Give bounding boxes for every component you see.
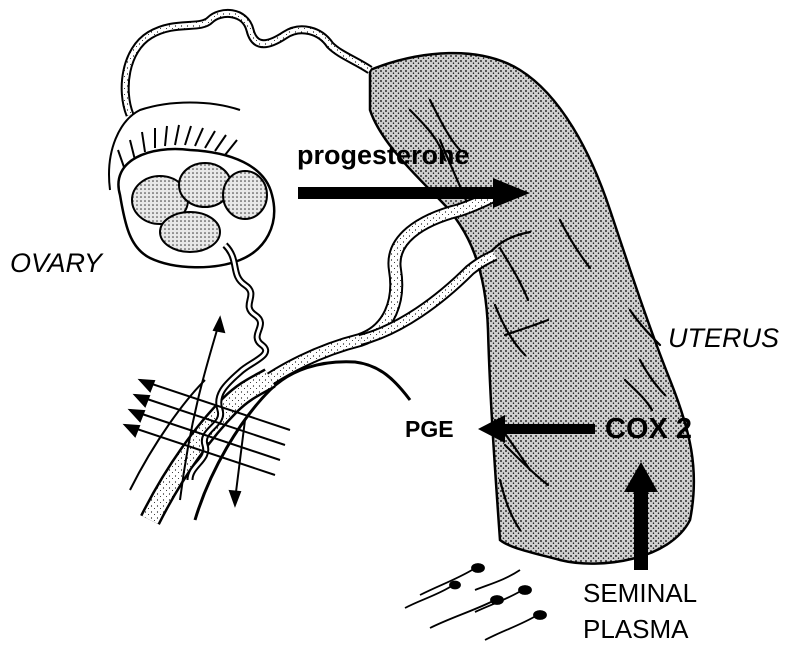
- sperm-cells: [405, 564, 546, 640]
- progesterone-arrow: [298, 178, 530, 208]
- pge-label: PGE: [405, 418, 454, 441]
- plasma-label: PLASMA: [583, 616, 689, 642]
- cox2-label: COX 2: [605, 415, 692, 444]
- ovary-label: OVARY: [10, 250, 102, 277]
- progesterone-label: progesterone: [297, 142, 470, 169]
- seminal-label: SEMINAL: [583, 580, 697, 606]
- uterus-label: UTERUS: [668, 325, 779, 352]
